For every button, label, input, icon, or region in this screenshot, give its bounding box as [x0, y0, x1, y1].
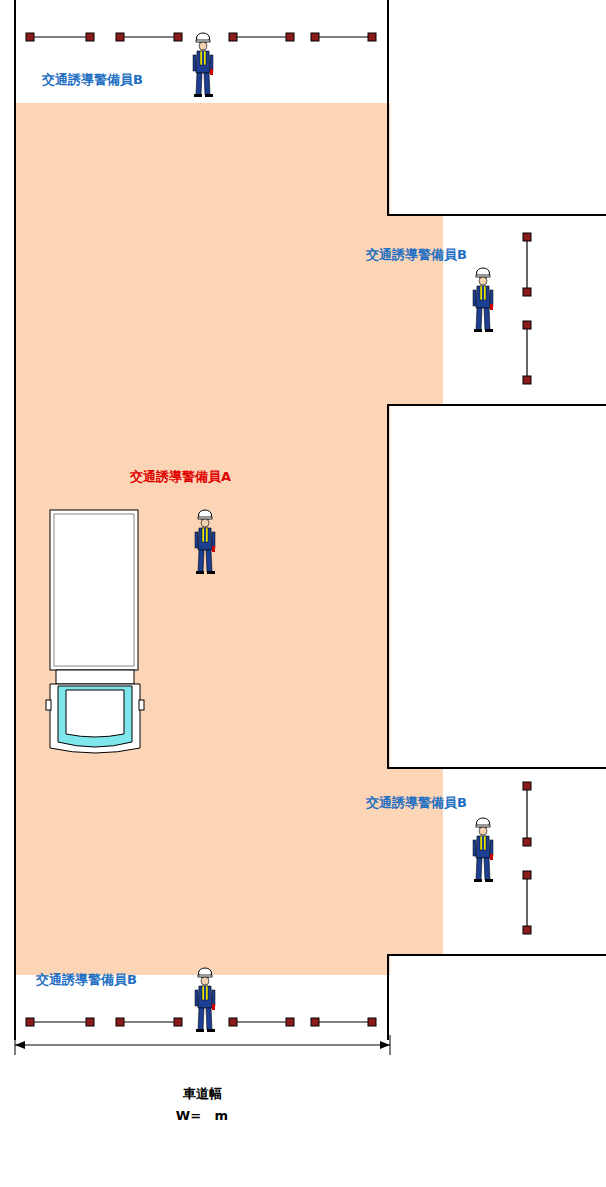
dimension-value: W= m — [176, 1108, 228, 1124]
guard-label: 交通誘導警備員B — [366, 795, 467, 811]
guard-label: 交通誘導警備員A — [130, 469, 231, 485]
guard-label: 交通誘導警備員B — [36, 972, 137, 988]
guard-label: 交通誘導警備員B — [42, 72, 143, 88]
dimension-label: 車道幅 — [183, 1086, 222, 1102]
guard-label: 交通誘導警備員B — [366, 247, 467, 263]
